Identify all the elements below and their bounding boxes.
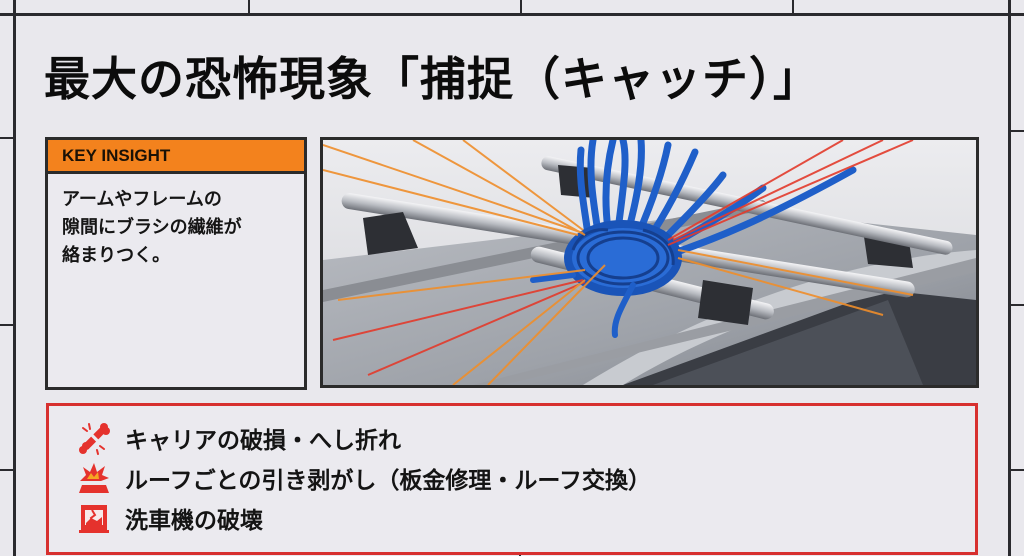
risk-label: キャリアの破損・へし折れ: [125, 428, 401, 454]
risk-label: 洗車機の破壊: [125, 508, 263, 534]
grid-line-top-seg-3: [792, 0, 794, 14]
grid-tick-right-2: [1010, 304, 1024, 306]
grid-tick-left-1: [0, 137, 14, 139]
grid-tick-left-2: [0, 324, 14, 326]
grid-line-top-seg-1: [248, 0, 250, 14]
grid-line-left: [13, 0, 16, 556]
grid-tick-right-1: [1010, 130, 1024, 132]
key-insight-line: 絡まりつく。: [62, 245, 171, 266]
risk-item: ルーフごとの引き剥がし（板金修理・ルーフ交換）: [77, 458, 651, 498]
broken-machine-icon: [77, 501, 111, 535]
broken-bone-icon: [77, 421, 111, 455]
key-insight-card: KEY INSIGHT アームやフレームの 隙間にブラシの繊維が 絡まりつく。: [45, 137, 307, 390]
key-insight-line: 隙間にブラシの繊維が: [62, 217, 242, 238]
page-title: 最大の恐怖現象「捕捉（キャッチ）」: [44, 52, 820, 106]
key-insight-header: KEY INSIGHT: [48, 140, 304, 174]
roof-explosion-icon: [77, 461, 111, 495]
risk-list-box: キャリアの破損・へし折れ ルーフごとの引き剥がし（板金修理・ルーフ交換） 洗車機…: [46, 403, 978, 555]
grid-line-right: [1008, 0, 1011, 556]
grid-line-top: [0, 13, 1024, 16]
grid-tick-left-3: [0, 469, 14, 471]
key-insight-body: アームやフレームの 隙間にブラシの繊維が 絡まりつく。: [48, 174, 304, 282]
risk-item: キャリアの破損・へし折れ: [77, 418, 401, 458]
risk-label: ルーフごとの引き剥がし（板金修理・ルーフ交換）: [125, 468, 652, 494]
key-insight-line: アームやフレームの: [62, 189, 222, 210]
risk-item: 洗車機の破壊: [77, 498, 263, 538]
grid-tick-right-3: [1010, 469, 1024, 471]
roof-carrier-brush-illustration: [323, 140, 976, 385]
illustration-roof-carrier: [320, 137, 979, 388]
grid-line-top-seg-2: [520, 0, 522, 14]
